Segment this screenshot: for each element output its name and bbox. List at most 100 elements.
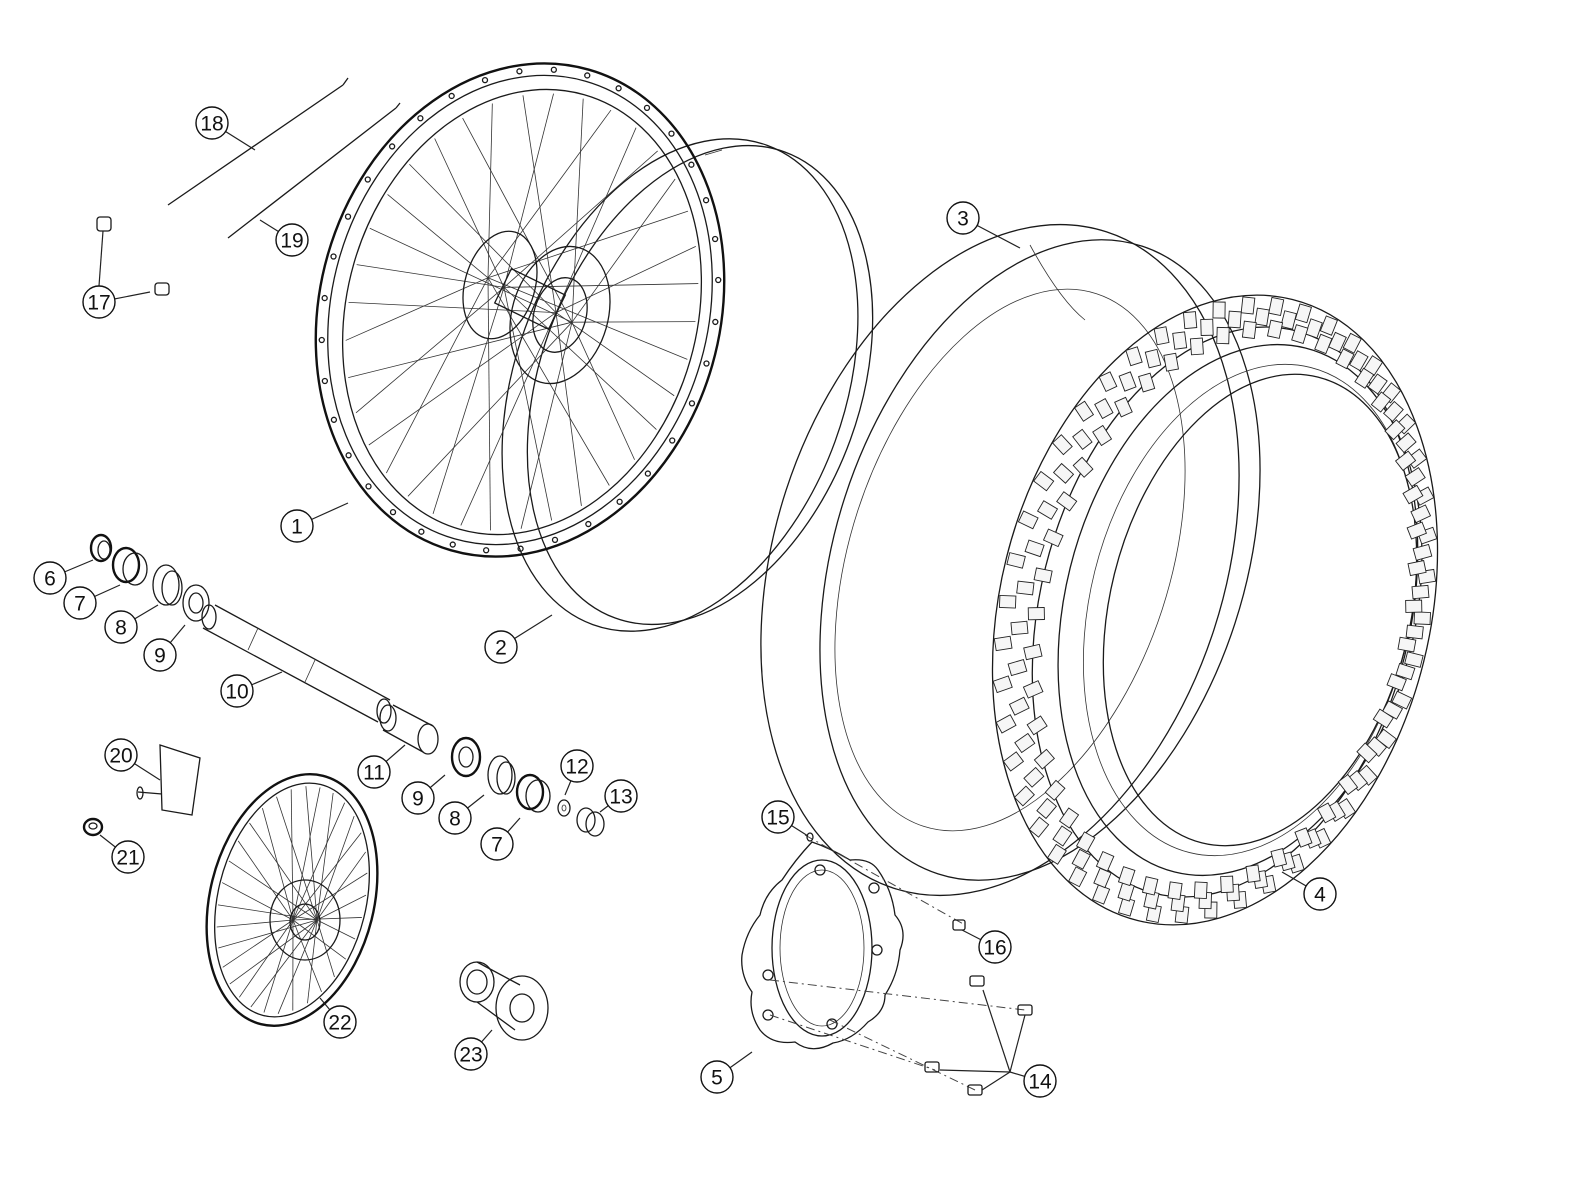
tread-block (1397, 636, 1417, 653)
tread-block (1091, 884, 1111, 905)
small-wheel-spoke (292, 919, 347, 960)
callout-number: 5 (711, 1067, 723, 1090)
small-wheel-spoke (290, 789, 294, 921)
rim-nipple-hole (517, 545, 524, 552)
washer-12 (557, 799, 571, 817)
tread-block (992, 675, 1013, 694)
ring-8-left (152, 564, 183, 606)
tread-block (1036, 797, 1058, 820)
tread-block (1006, 552, 1026, 569)
tread-block (1068, 866, 1088, 888)
callout-circle (323, 1005, 357, 1039)
tread-block (1028, 816, 1050, 838)
wheel-spoke (387, 194, 489, 279)
tread-block (1058, 807, 1080, 829)
callout-8: 8 (104, 604, 159, 644)
tread-block (1305, 318, 1323, 339)
tread-block (1268, 296, 1285, 317)
callout-8: 8 (438, 794, 485, 835)
callout-number: 23 (459, 1044, 482, 1067)
rim-nipple-hole (644, 470, 652, 477)
wheel-spoke (571, 98, 584, 323)
rim-nipple-hole (365, 483, 372, 490)
spoked-wheel (314, 62, 726, 558)
small-wheel-spoke (292, 919, 322, 993)
rim-nipple-hole (345, 452, 352, 459)
callout-16: 16 (961, 929, 1012, 964)
callout-number: 12 (565, 756, 588, 779)
callout-number: 9 (154, 645, 166, 668)
tread-block (995, 714, 1017, 734)
tread-block (1153, 326, 1170, 346)
callout-2: 2 (484, 614, 553, 664)
tread-block (1117, 881, 1135, 902)
small-wheel-spoke (250, 919, 318, 1008)
tread-block (1294, 827, 1313, 848)
rim-nipple-hole (584, 72, 591, 79)
rim-nipple-hole (712, 318, 719, 326)
callout-leader (98, 230, 104, 287)
wheel-spoke (348, 301, 557, 313)
tread-block (1092, 424, 1113, 447)
callout-circle (220, 674, 254, 708)
wheel-spoke (487, 277, 491, 531)
wheel-spoke (487, 210, 689, 279)
callout-circle (761, 800, 795, 834)
tread-block (1072, 428, 1093, 450)
callout-number: 6 (44, 568, 56, 591)
callout-circle (438, 801, 472, 835)
callout-circle (454, 1037, 488, 1071)
seal-6 (89, 533, 113, 563)
callout-circle (1303, 877, 1337, 911)
wheel-nipples (318, 66, 722, 554)
small-wheel-spoke (237, 840, 294, 921)
tread-block (1395, 432, 1417, 454)
callout-3: 3 (946, 201, 1021, 249)
callout-number: 4 (1314, 884, 1326, 907)
callout-circle (978, 930, 1012, 964)
small-wheel-spoke (292, 832, 362, 921)
callout-17: 17 (82, 230, 151, 319)
rim-nipple-hole (668, 130, 675, 137)
callout-circle (111, 840, 145, 874)
tread-block (1042, 528, 1064, 548)
callout-22: 22 (319, 997, 357, 1039)
spacer-7-left (111, 546, 148, 586)
tread-block (1382, 400, 1404, 423)
wheel-spoke (571, 321, 696, 323)
small-wheel-spoke (218, 919, 318, 949)
callout-18: 18 (195, 106, 256, 151)
tread-block (1391, 690, 1413, 710)
tread-block (1342, 332, 1362, 354)
callout-number: 7 (491, 834, 503, 857)
wheel-spoke (385, 277, 489, 474)
tread-block (1046, 843, 1067, 865)
wheel-spoke (434, 138, 505, 288)
complete-wheel-22 (205, 773, 379, 1027)
callout-12: 12 (560, 749, 594, 796)
tread-block (1220, 875, 1234, 894)
rim-nipple-hole (615, 85, 622, 92)
callout-circle (560, 749, 594, 783)
callout-circle (604, 779, 638, 813)
tread-block (1095, 851, 1115, 872)
tread-block (1384, 419, 1406, 441)
axle-10 (201, 604, 392, 724)
callout-circle (104, 610, 138, 644)
tread-block (1405, 599, 1423, 613)
wheel-spoke (503, 283, 699, 288)
tread-block (1240, 296, 1256, 315)
small-wheel-spoke (277, 919, 318, 1014)
wheel-spoke (348, 321, 573, 379)
rim-nipple-hole (417, 115, 424, 122)
tread-block (1144, 348, 1162, 369)
tread-block (998, 594, 1017, 609)
nut-15 (806, 832, 814, 842)
rim-nipple-hole (449, 541, 456, 548)
tread-block (1266, 319, 1284, 339)
wheel-spoke (487, 277, 610, 486)
wheel-spoke (503, 93, 554, 288)
rim-nipple-hole (344, 213, 352, 220)
callout-number: 11 (363, 762, 385, 785)
bolts-14 (924, 975, 1033, 1096)
